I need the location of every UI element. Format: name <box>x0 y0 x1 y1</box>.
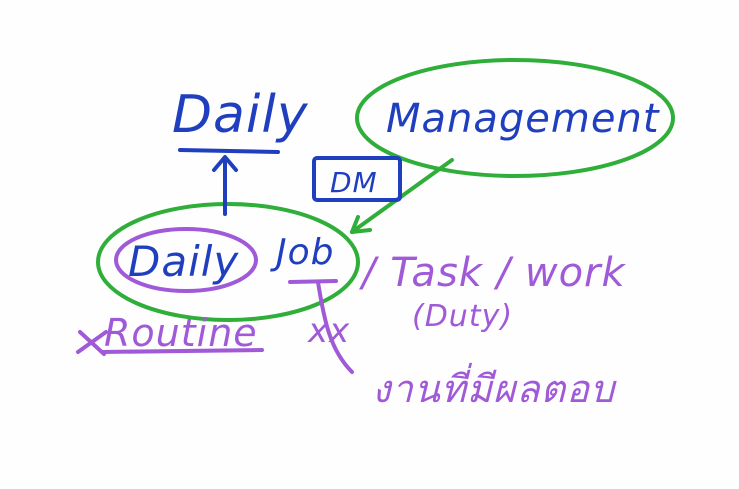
routine-underline <box>100 348 264 354</box>
job-to-daily-arrow <box>212 155 238 216</box>
dm-box <box>312 156 402 202</box>
daily-underline <box>178 148 280 154</box>
daily-title: Daily <box>172 85 309 145</box>
xx-mark: xx <box>307 311 350 351</box>
management-label: Management <box>386 96 660 142</box>
thai-note: งานที่มีผลตอบ <box>372 362 617 411</box>
dm-label: DM <box>330 166 378 199</box>
daily-job-ellipse <box>96 202 360 322</box>
daily-job-job: Job <box>270 232 335 273</box>
daily-job-daily: Daily <box>128 237 239 286</box>
task-work-label: / Task / work <box>359 250 626 296</box>
job-underline <box>288 279 338 284</box>
arrow-head <box>350 215 372 234</box>
daily-circle <box>114 227 258 293</box>
job-to-thai-line <box>316 280 354 374</box>
management-ellipse <box>355 58 675 178</box>
routine-label: Routine <box>104 311 258 355</box>
routine-strike <box>76 330 108 356</box>
duty-label: (Duty) <box>412 299 513 334</box>
